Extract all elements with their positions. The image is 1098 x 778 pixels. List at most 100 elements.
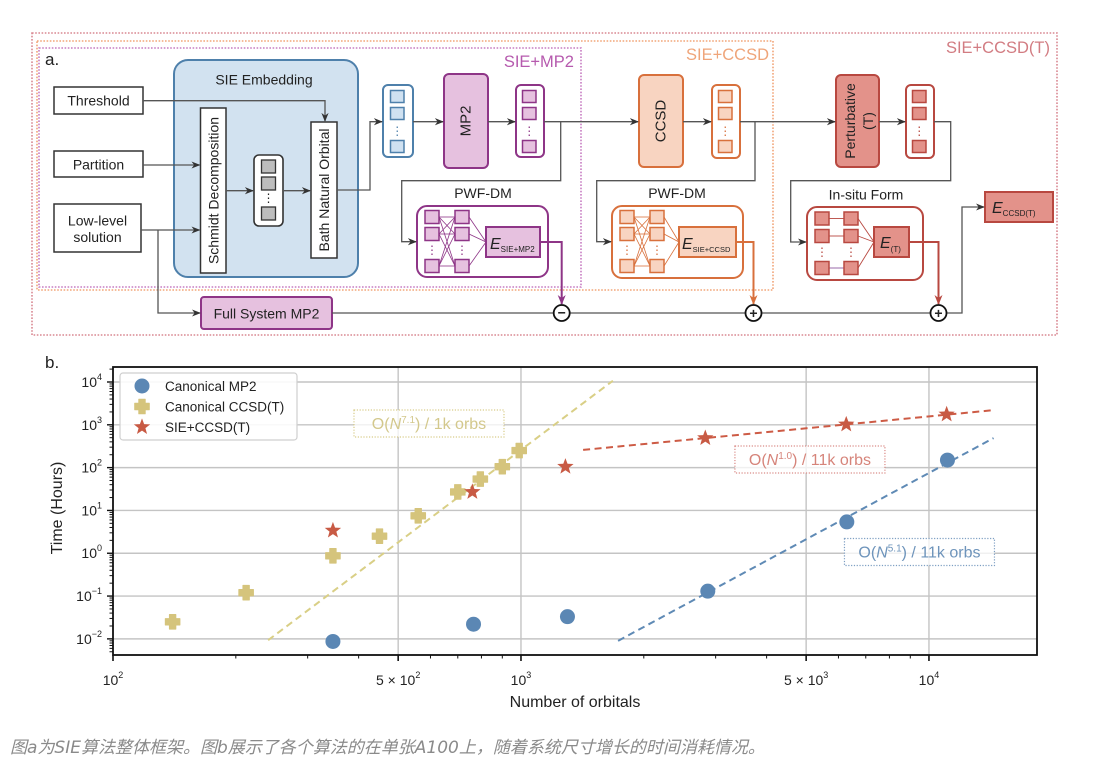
network-node	[619, 209, 635, 225]
ellipsis-icon: ⋮	[426, 243, 438, 257]
schmidt-decomposition-box	[199, 107, 227, 274]
fit-lines	[267, 379, 995, 642]
annotation-variable: N	[767, 452, 779, 469]
ccsd-output-vector: ⋮	[711, 84, 741, 159]
plus-icon	[744, 304, 763, 322]
minus-operator: −	[552, 304, 571, 322]
vector-square	[717, 89, 733, 104]
low-level-solution-box	[53, 203, 142, 253]
vector-square	[911, 89, 927, 104]
perturbative-t-box	[835, 74, 880, 168]
arrow-to-energy-ccsd-t	[946, 203, 985, 314]
annotation-mp2-scaling: O(N5.1) / 11k orbs	[843, 537, 996, 567]
panel-b-label: b.	[45, 353, 59, 372]
y-tick-label: 104	[81, 372, 102, 390]
fit-line-ccsd-t-fit	[267, 379, 614, 642]
canonical-ccsd-t-point	[511, 442, 527, 459]
pwf-dm-ccsd-label: PWF-DM	[648, 185, 706, 201]
tick-base: 10	[511, 672, 527, 688]
network-node	[843, 211, 859, 226]
network-node	[649, 258, 665, 274]
connector-wires	[141, 100, 985, 317]
full-system-mp2: Full System MP2	[200, 296, 333, 330]
vector-square	[389, 106, 405, 121]
energy-sie-ccsd-box	[678, 226, 737, 258]
network-node	[649, 209, 665, 225]
region-sie-ccsd-t-label: SIE+CCSD(T)	[946, 39, 1050, 57]
energy-ccsd-t-label: ECCSD(T)	[992, 200, 1036, 218]
y-tick-label: 100	[81, 543, 102, 561]
tick-exponent: 4	[97, 372, 102, 382]
ellipsis-icon: ⋮	[621, 243, 633, 257]
arrow-to-pwf-dm-ccsd	[596, 121, 756, 246]
legend-entry: Canonical CCSD(T)	[134, 398, 284, 415]
network-node	[424, 209, 440, 225]
network-node	[454, 258, 470, 274]
region-sie-ccsd-label: SIE+CCSD	[686, 46, 769, 64]
region-sie-mp2-label: SIE+MP2	[504, 53, 574, 71]
plus-symbol: +	[934, 305, 942, 321]
tick-exponent: 1	[97, 500, 102, 510]
canonical-mp2-point	[939, 452, 955, 468]
x-tick-label: 104	[919, 670, 940, 688]
plus-icon	[929, 304, 948, 322]
energy-ccsd-t-box	[984, 191, 1054, 223]
tick-base: 10	[81, 545, 97, 561]
series-canonical-mp2	[325, 452, 955, 649]
vector-square	[260, 159, 277, 174]
perturbative-t-solver: Perturbative (T)	[835, 74, 880, 168]
ellipsis-icon: ⋮	[651, 243, 663, 257]
in-situ-form-label: In-situ Form	[829, 187, 904, 203]
y-tick-label: 103	[81, 415, 102, 433]
partition-box	[53, 150, 144, 178]
region-sie-ccsd-t-frame	[31, 32, 1058, 336]
arrow-energy-ccsd-to-plus	[736, 241, 758, 305]
legend-label: Canonical CCSD(T)	[165, 399, 284, 414]
minus-icon	[552, 304, 571, 322]
x-tick-label: 103	[511, 670, 532, 688]
vector-square	[260, 176, 277, 191]
pwf-dm-mp2-label: PWF-DM	[454, 185, 512, 201]
network-node	[814, 228, 830, 244]
energy-t-box	[873, 226, 910, 258]
y-axis-label: Time (Hours)	[49, 462, 66, 555]
arrow-lowlevel-to-full-mp2	[157, 230, 201, 317]
network-node	[814, 260, 830, 276]
annotation-variable: N	[876, 544, 888, 561]
bath-natural-orbital-label: Bath Natural Orbital	[316, 129, 332, 252]
canonical-ccsd-t-point	[494, 458, 511, 475]
low-level-label-line1: Low-level	[68, 213, 127, 229]
canonical-mp2-point	[700, 583, 716, 599]
mp2-solver: MP2	[443, 73, 489, 169]
vector-square	[389, 89, 405, 104]
tick-exponent: −2	[92, 629, 102, 639]
bath-natural-orbital-box	[310, 121, 338, 259]
network-node	[649, 226, 665, 242]
threshold-label: Threshold	[67, 93, 129, 109]
y-tick-label: 101	[81, 500, 102, 518]
canonical-ccsd-t-point	[410, 507, 427, 524]
annotation-prefix: O(	[749, 452, 767, 469]
energy-sie-mp2-label: ESIE+MP2	[490, 236, 535, 254]
tick-base: 10	[81, 374, 97, 390]
energy-sie-ccsd-label: ESIE+CCSD	[682, 236, 731, 254]
sie-ccsd-t-point	[557, 458, 574, 474]
input-partition: Partition	[53, 150, 144, 178]
ellipsis-icon: ⋮	[816, 245, 828, 259]
legend-marker-sie-ccsd-t	[133, 418, 151, 434]
mp2-output-vector: ⋮	[515, 84, 545, 158]
series-sie-ccsd-t	[324, 405, 955, 538]
arrow-to-pwf-dm-mp2	[401, 121, 562, 246]
sie-ccsd-t-point	[697, 429, 714, 446]
series-canonical-ccsd-t	[164, 442, 527, 630]
annotation-suffix: ) / 11k orbs	[902, 544, 981, 561]
ccsd-solver: CCSD	[638, 74, 684, 168]
ccsd-box	[638, 74, 684, 168]
input-threshold: Threshold	[53, 86, 144, 115]
panel-a-label: a.	[45, 50, 59, 69]
ellipsis-icon: ⋮	[391, 124, 403, 138]
annotation-suffix: ) / 11k orbs	[792, 452, 871, 469]
